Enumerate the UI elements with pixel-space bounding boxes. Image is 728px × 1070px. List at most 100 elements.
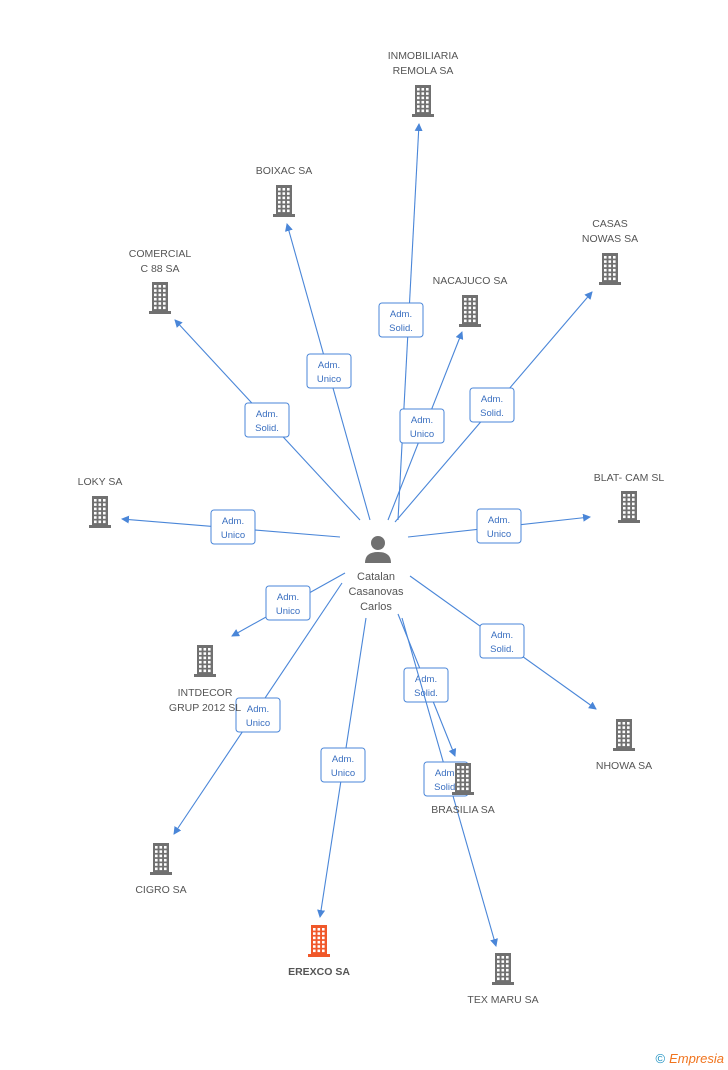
role-text: Unico — [317, 374, 341, 385]
company-node-inmobiliaria-remola[interactable]: INMOBILIARIA REMOLA SA — [388, 50, 459, 117]
role-text: Unico — [487, 529, 511, 540]
role-badge-box — [235, 697, 281, 733]
role-text: Solid. — [490, 644, 514, 655]
company-node-cigro[interactable]: CIGRO SA — [135, 843, 187, 896]
copyright-symbol: © — [655, 1051, 666, 1066]
company-node-tex-maru[interactable]: TEX MARU SA — [467, 953, 539, 1006]
building-icon — [149, 282, 171, 314]
role-text: Adm. — [481, 394, 503, 405]
role-text: Solid. — [434, 782, 458, 793]
role-text: Unico — [331, 768, 355, 779]
role-badge-erexco[interactable]: Adm. Unico — [320, 747, 366, 783]
role-badge-box — [244, 402, 290, 438]
role-badge-boixac[interactable]: Adm. Unico — [306, 353, 352, 389]
company-label: TEX MARU SA — [467, 994, 538, 1006]
role-badge-cigro[interactable]: Adm. Unico — [235, 697, 281, 733]
role-badge-inmobiliaria-remola[interactable]: Adm. Solid. — [378, 302, 424, 338]
building-icon — [89, 496, 111, 528]
role-text: Adm. — [491, 630, 513, 641]
building-icon — [613, 719, 635, 751]
company-node-nacajuco[interactable]: NACAJUCO SA — [433, 275, 508, 327]
company-label: INTDECOR — [178, 687, 233, 699]
company-label: C 88 SA — [140, 263, 179, 275]
role-badge-box — [306, 353, 352, 389]
role-text: Adm. — [332, 754, 354, 765]
role-badge-box — [479, 623, 525, 659]
company-node-nhowa[interactable]: NHOWA SA — [596, 719, 652, 772]
company-label: NOWAS SA — [582, 233, 638, 245]
company-node-brasilia[interactable]: BRASILIA SA — [431, 763, 495, 816]
role-badge-box — [265, 585, 311, 621]
role-badge-nhowa[interactable]: Adm. Solid. — [479, 623, 525, 659]
building-icon — [273, 185, 295, 217]
role-text: Unico — [246, 718, 270, 729]
role-text: Solid. — [480, 408, 504, 419]
role-text: Adm. — [415, 674, 437, 685]
company-label: CASAS — [592, 218, 628, 230]
role-text: Unico — [221, 530, 245, 541]
company-node-intdecor[interactable]: INTDECOR GRUP 2012 SL — [169, 645, 241, 714]
company-node-comercial-c88[interactable]: COMERCIAL C 88 SA — [129, 248, 192, 314]
company-node-casas-nowas[interactable]: CASAS NOWAS SA — [582, 218, 638, 285]
role-badge-box — [320, 747, 366, 783]
role-text: Solid. — [389, 323, 413, 334]
company-node-boixac[interactable]: BOIXAC SA — [256, 165, 313, 217]
building-icon — [308, 925, 330, 957]
role-badge-brasilia[interactable]: Adm. Solid. — [403, 667, 449, 703]
role-badge-intdecor[interactable]: Adm. Unico — [265, 585, 311, 621]
role-text: Adm. — [277, 592, 299, 603]
role-badge-box — [399, 408, 445, 444]
building-icon — [599, 253, 621, 285]
company-label: BLAT- CAM SL — [594, 472, 665, 484]
role-text: Solid. — [255, 423, 279, 434]
building-icon — [412, 85, 434, 117]
company-label: NHOWA SA — [596, 760, 652, 772]
role-badge-box — [476, 508, 522, 544]
role-text: Adm. — [256, 409, 278, 420]
company-label: CIGRO SA — [135, 884, 186, 896]
role-text: Unico — [276, 606, 300, 617]
company-node-erexco[interactable]: EREXCO SA — [288, 925, 350, 978]
building-icon — [150, 843, 172, 875]
role-text: Adm. — [318, 360, 340, 371]
building-icon — [618, 491, 640, 523]
role-text: Adm. — [435, 768, 457, 779]
role-badge-blat-cam[interactable]: Adm. Unico — [476, 508, 522, 544]
company-label: NACAJUCO SA — [433, 275, 508, 287]
role-badge-casas-nowas[interactable]: Adm. Solid. — [469, 387, 515, 423]
company-label: LOKY SA — [78, 476, 123, 488]
person-name-line: Casanovas — [348, 586, 404, 598]
brand-footer: ©Empresia — [655, 1051, 724, 1066]
role-badge-box — [469, 387, 515, 423]
role-text: Adm. — [247, 704, 269, 715]
role-text: Solid. — [414, 688, 438, 699]
company-label: BRASILIA SA — [431, 804, 495, 816]
center-person-node[interactable]: Catalan Casanovas Carlos — [348, 536, 404, 613]
role-text: Adm. — [390, 309, 412, 320]
role-text: Adm. — [411, 415, 433, 426]
company-node-loky[interactable]: LOKY SA — [78, 476, 123, 528]
person-icon — [365, 536, 391, 563]
person-name-line: Carlos — [360, 601, 392, 613]
company-node-blat-cam[interactable]: BLAT- CAM SL — [594, 472, 665, 523]
building-icon — [452, 763, 474, 795]
role-badge-loky[interactable]: Adm. Unico — [210, 509, 256, 545]
person-name-line: Catalan — [357, 571, 395, 583]
company-label: GRUP 2012 SL — [169, 702, 241, 714]
role-badge-comercial-c88[interactable]: Adm. Solid. — [244, 402, 290, 438]
building-icon — [194, 645, 216, 677]
company-label: REMOLA SA — [393, 65, 454, 77]
role-text: Adm. — [488, 515, 510, 526]
building-icon — [459, 295, 481, 327]
company-label: BOIXAC SA — [256, 165, 313, 177]
brand-name: Empresia — [669, 1051, 724, 1066]
role-text: Adm. — [222, 516, 244, 527]
role-badge-box — [378, 302, 424, 338]
company-label: INMOBILIARIA — [388, 50, 459, 62]
role-text: Unico — [410, 429, 434, 440]
role-badge-box — [210, 509, 256, 545]
role-badge-nacajuco[interactable]: Adm. Unico — [399, 408, 445, 444]
building-icon — [492, 953, 514, 985]
company-label: COMERCIAL — [129, 248, 192, 260]
